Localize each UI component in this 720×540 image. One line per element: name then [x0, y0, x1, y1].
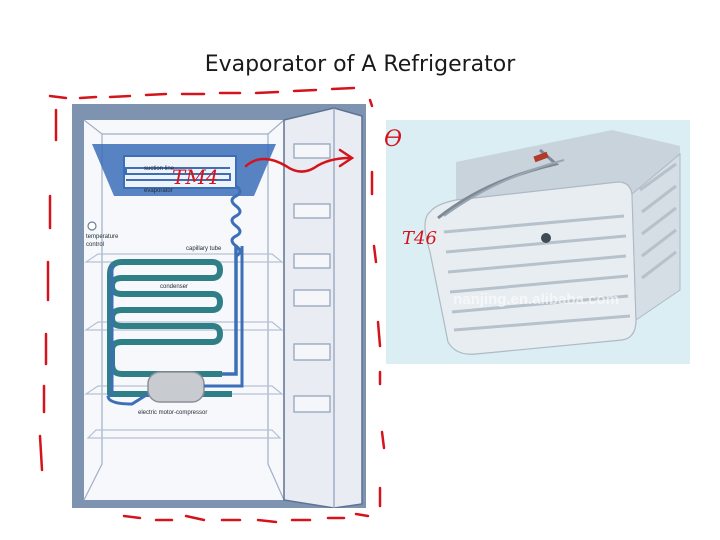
annotation-marker: ϴ: [384, 127, 402, 152]
dashed-border-right: [370, 100, 384, 506]
annotation-t46: T46: [402, 228, 437, 249]
dashed-border-top: [50, 88, 354, 98]
dashed-border-bottom: [124, 514, 368, 522]
dashed-border-left: [40, 110, 56, 470]
annotation-tm4: TM4: [172, 165, 219, 189]
annotation-arrow-line: [246, 158, 350, 172]
